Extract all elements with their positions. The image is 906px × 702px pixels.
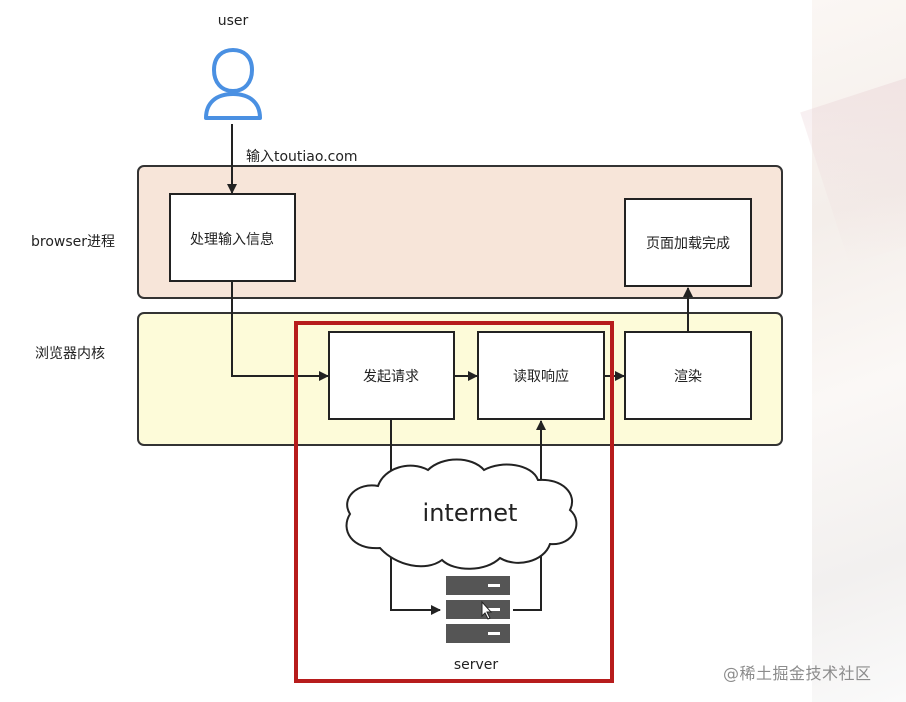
read-response-box xyxy=(477,331,605,420)
page-loaded-box xyxy=(624,198,752,287)
browser-kernel-label: 浏览器内核 xyxy=(35,346,105,362)
server-icon xyxy=(446,576,510,643)
server-label: server xyxy=(454,657,499,673)
input-url-label: 输入toutiao.com xyxy=(246,149,358,165)
mouse-cursor-icon xyxy=(481,600,493,620)
send-request-label: 发起请求 xyxy=(363,369,419,385)
process-input-label: 处理输入信息 xyxy=(190,231,274,248)
internet-label: internet xyxy=(423,499,518,527)
browser-process-label: browser进程 xyxy=(31,234,115,250)
network-highlight-frame xyxy=(294,321,614,683)
watermark: @稀土掘金技术社区 xyxy=(723,664,872,683)
read-response-label: 读取响应 xyxy=(513,368,569,385)
background-decoration xyxy=(812,0,906,702)
user-label: user xyxy=(218,13,249,29)
process-input-box xyxy=(169,193,296,282)
user-icon xyxy=(204,47,262,120)
render-box xyxy=(624,331,752,420)
page-loaded-label: 页面加载完成 xyxy=(646,236,730,252)
internet-cloud-icon xyxy=(345,458,578,570)
browser-kernel-lane xyxy=(137,312,783,446)
render-label: 渲染 xyxy=(674,369,702,385)
browser-process-lane xyxy=(137,165,783,299)
